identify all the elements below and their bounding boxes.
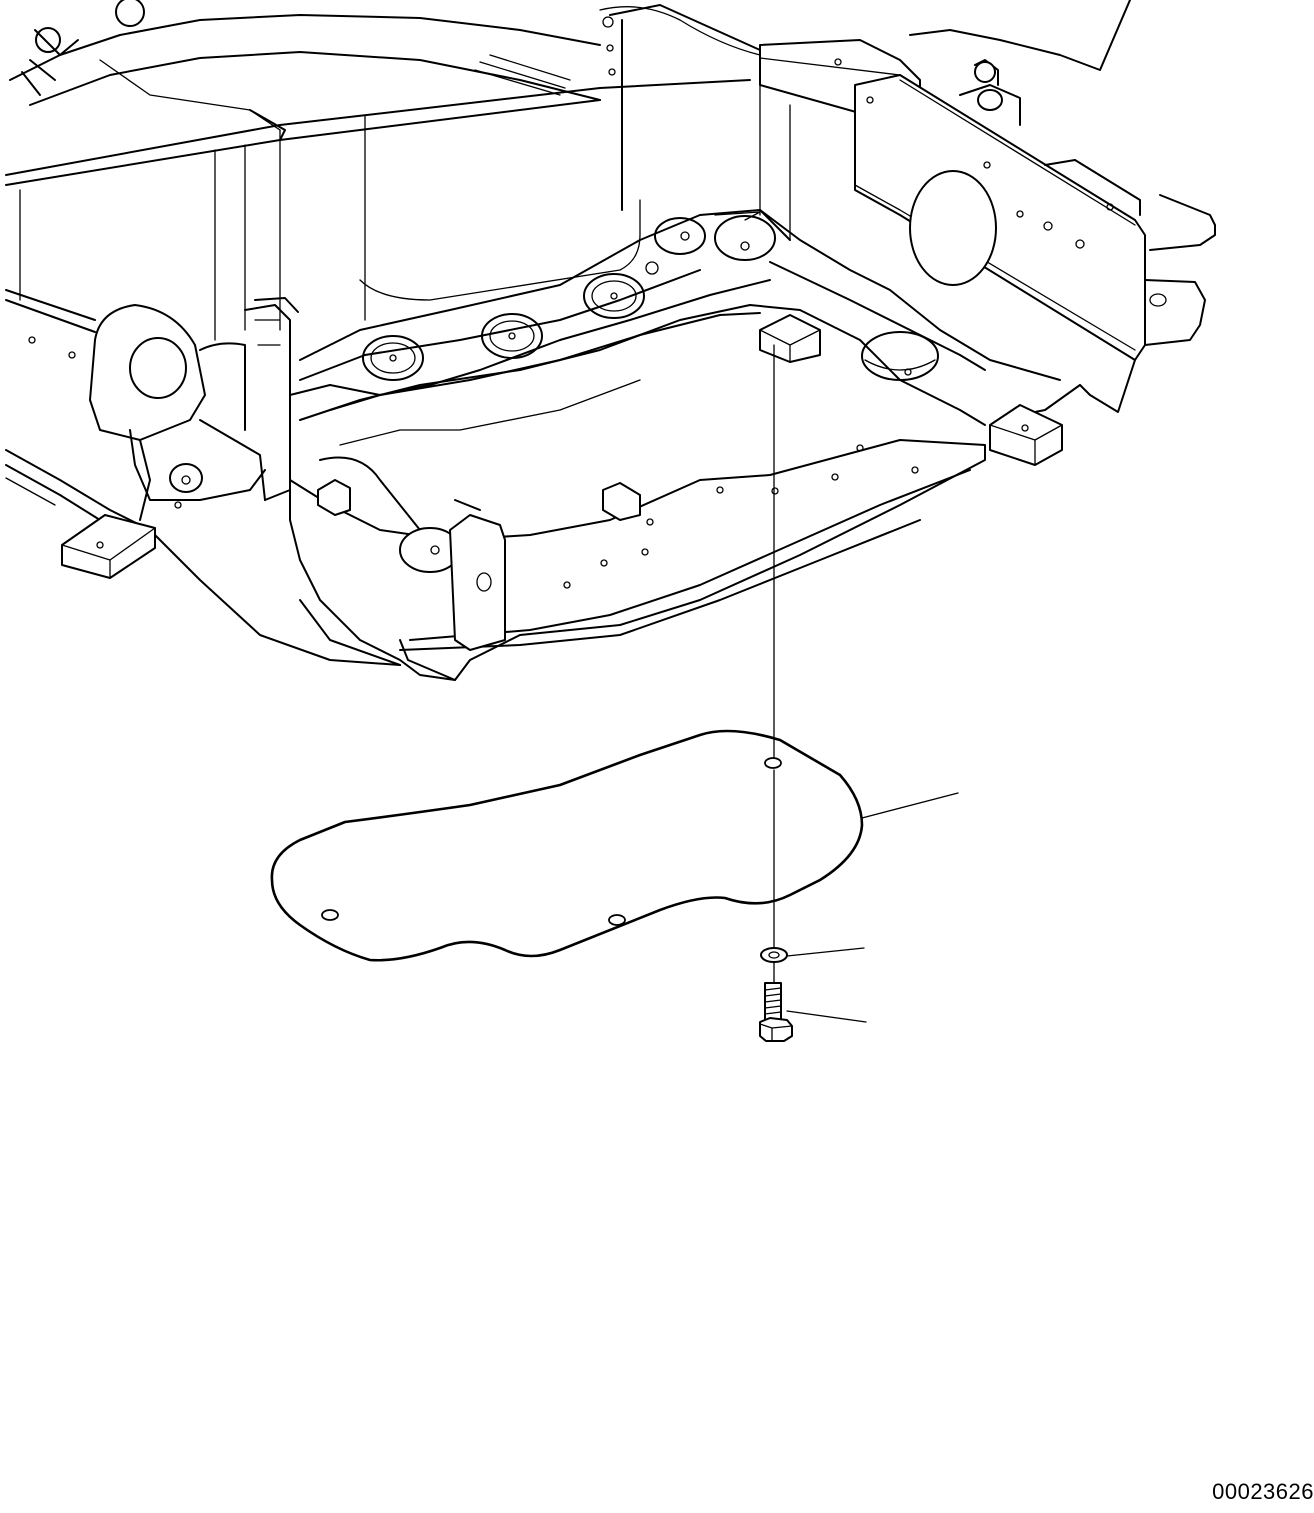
left-mount-pad bbox=[61, 514, 156, 579]
hex-bolt bbox=[759, 982, 867, 1042]
right-mount-pad bbox=[989, 404, 1063, 466]
right-rear-frame bbox=[609, 0, 1216, 416]
drawing-number-label: 00023626 bbox=[1212, 1479, 1314, 1504]
leader-line-cover bbox=[861, 792, 959, 819]
revolving-frame-assembly bbox=[5, 0, 1216, 681]
center-deck-plate bbox=[289, 199, 791, 396]
leader-line-bolt bbox=[786, 1010, 867, 1023]
left-mounting-bracket bbox=[89, 297, 299, 521]
left-side-frame bbox=[5, 79, 751, 666]
swing-circle-plate bbox=[289, 304, 986, 681]
upper-linkage bbox=[9, 0, 761, 131]
leader-line-washer bbox=[786, 947, 865, 957]
undercover-plate bbox=[270, 729, 959, 962]
washer bbox=[760, 947, 865, 963]
